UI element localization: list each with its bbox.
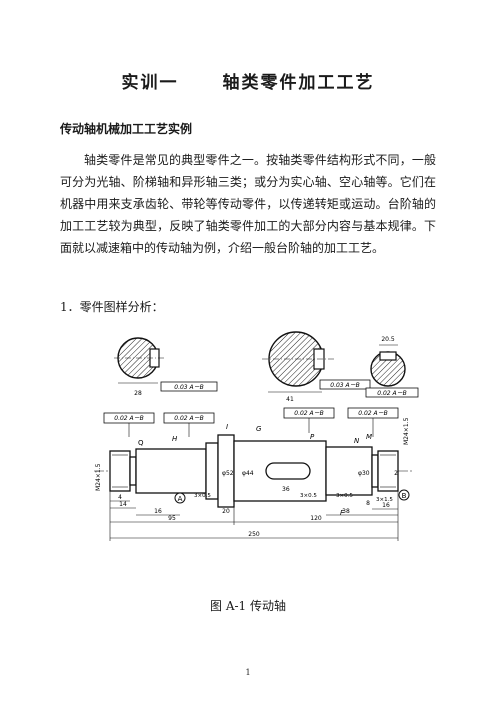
shaft-labels: Q H I G P N M F φ44 φ52 φ30 36 [138,423,372,517]
section-heading: 1．零件图样分析： [60,300,164,314]
key-36-label: 36 [282,486,290,493]
drawing-canvas: 28 0.03 A－B 41 0.03 A－B 20.5 0.02 A－B 0.… [94,331,419,541]
groove-right: 3×0.5 [336,493,353,499]
datum-B: B [402,492,407,500]
section-subtitle: 传动轴机械加工工艺实例 [60,122,193,136]
datum-markers: A B [174,489,410,504]
label-N: N [354,437,360,445]
thread-right-label: M24×1.5 [403,417,410,445]
title-part-2: 轴类零件加工工艺 [222,73,375,93]
sec2-tolerance-frame: 0.03 A－B [330,382,360,389]
figure-caption: 图 A-1 传动轴 [210,599,286,613]
document-title: 实训一 轴类零件加工工艺 [0,68,496,93]
phi-44-label: φ44 [242,470,254,477]
thread-left-label: M24×1.5 [95,463,102,491]
groove-mid: 3×0.5 [300,493,317,499]
dim-14: 14 [119,501,127,508]
dim-4: 4 [118,494,122,501]
dimension-lines [109,491,399,541]
frame-left-2: 0.02 A－B [174,415,204,422]
page-number: 1 [245,668,251,677]
top-tolerance-frames: 0.02 A－B 0.02 A－B 0.02 A－B 0.02 A－B [103,407,399,437]
phi-30-label: φ30 [358,470,370,477]
groove-left: 3×0.5 [194,493,211,499]
intro-paragraph: 轴类零件是常见的典型零件之一。按轴类零件结构形式不同，一般可分为光轴、阶梯轴和异… [60,153,436,255]
groove-labels: 3×0.5 3×0.5 3×0.5 3×1.5 [194,493,393,503]
frame-right: 0.02 A－B [358,410,388,417]
main-shaft [94,434,412,508]
sec3-dim-label: 20.5 [381,336,395,343]
dim-16-right: 16 [382,502,390,509]
dim-38: 38 [342,508,350,515]
section-view-3: 20.5 0.02 A－B [365,336,419,398]
phi-52-label: φ52 [222,470,234,477]
sec1-width-label: 28 [134,390,142,397]
frame-mid: 0.02 A－B [294,410,324,417]
dim-16-left: 16 [154,508,162,515]
dim-120: 120 [310,515,322,522]
label-P: P [310,433,315,441]
section-view-1: 28 0.03 A－B [114,337,218,397]
shaft-engineering-drawing: 28 0.03 A－B 41 0.03 A－B 20.5 0.02 A－B 0.… [76,325,420,558]
label-F: F [340,509,345,517]
section-view-2: 41 0.03 A－B [262,331,371,403]
dimension-values: 4 14 16 95 16 38 120 250 20 2 8 [118,470,398,538]
label-I: I [226,423,228,431]
dim-2: 2 [394,470,398,477]
dim-250: 250 [248,531,260,538]
label-G: G [256,425,262,433]
dim-20: 20 [222,508,230,515]
sec2-width-label: 41 [286,396,294,403]
frame-left-1: 0.02 A－B [114,415,144,422]
dim-95: 95 [168,515,176,522]
sec3-tolerance-frame: 0.02 A－B [377,390,407,397]
sec1-tolerance-frame: 0.03 A－B [174,384,204,391]
title-part-1: 实训一 [121,73,179,93]
dim-8: 8 [366,500,370,507]
label-M: M [366,433,372,441]
label-H: H [172,435,178,443]
datum-A: A [178,495,183,503]
label-Q: Q [138,439,144,447]
groove-far-right: 3×1.5 [376,497,393,503]
